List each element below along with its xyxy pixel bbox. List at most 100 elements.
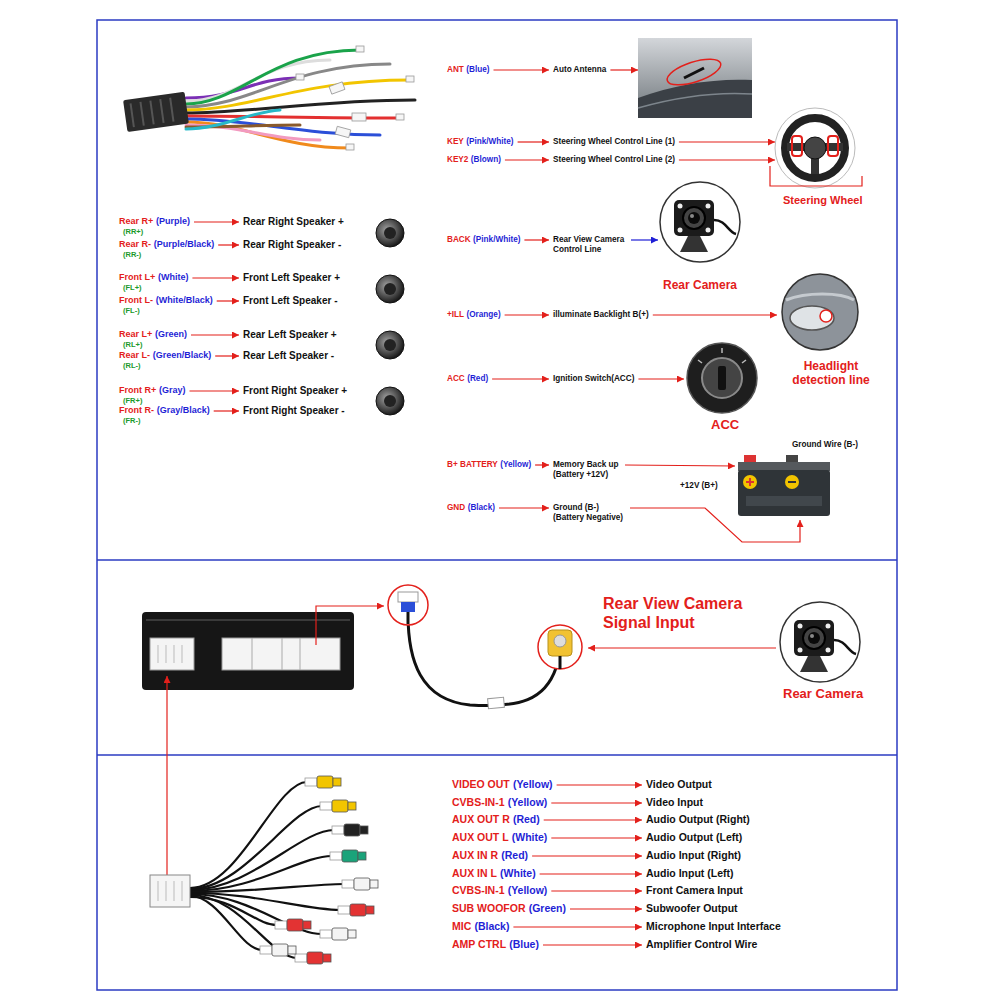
label-row: Steering Wheel Control Line (1) (553, 137, 675, 147)
wire-label: (Green/Black) (153, 350, 212, 360)
label-row: Ground (B-) (Battery Negative) (553, 503, 626, 523)
label-row: AMP CTRL(Blue) (452, 938, 539, 951)
wire-label: B+ BATTERY (447, 460, 498, 469)
wire-label: Video Input (646, 796, 703, 808)
leader-arrow (551, 890, 642, 891)
wire-label: Rear R+ (119, 216, 153, 226)
camera-adapter-cable (388, 585, 776, 709)
speaker-icons (376, 219, 404, 415)
label-row: Audio Input (Right) (646, 849, 741, 862)
label-row: Steering Wheel (783, 194, 862, 207)
label-row: Rear Right Speaker - (243, 239, 341, 251)
wire-label: (RR+) (123, 227, 143, 236)
label-row: VIDEO OUT(Yellow) (452, 778, 553, 791)
leader-arrow (191, 334, 239, 335)
label-row: MIC(Black) (452, 920, 509, 933)
leader-arrow (631, 239, 658, 240)
label-row: Front Right Speaker + (243, 385, 347, 397)
label-row: Audio Input (Left) (646, 867, 733, 880)
label-row: B+ BATTERY(Yellow) (447, 460, 531, 470)
label-row: SUB WOOFOR(Green) (452, 902, 566, 915)
wire-label: Front L+ (119, 272, 155, 282)
wire-label: illuminate Backlight B(+) (553, 310, 649, 319)
wire-label: (Gray/Black) (157, 405, 210, 415)
label-row: Rear R-(Purple/Black) (119, 239, 214, 250)
leader-arrow (544, 819, 642, 820)
label-row: (FR+) (123, 396, 142, 405)
wire-label: (Black) (474, 920, 509, 932)
leader-arrow (551, 837, 642, 838)
wire-label: (Red) (467, 374, 488, 383)
wire-label: Front Left Speaker + (243, 272, 340, 283)
wire-label: CVBS-IN-1 (452, 796, 505, 808)
rca-harness (150, 776, 378, 964)
wire-label: Rear R- (119, 239, 151, 249)
label-row: Front R-(Gray/Black) (119, 405, 210, 416)
wire-label: SUB WOOFOR (452, 902, 526, 914)
label-row: GND(Black) (447, 503, 495, 513)
leader-arrow (494, 69, 550, 70)
label-row: Rear L-(Green/Black) (119, 350, 211, 361)
wire-label: (RR-) (123, 250, 141, 259)
label-row: Ignition Switch(ACC) (553, 374, 634, 384)
wire-label: (FR+) (123, 396, 142, 405)
label-row: AUX IN L(White) (452, 867, 536, 880)
wire-label: Steering Wheel (783, 194, 862, 206)
wire-label: (FR-) (123, 416, 141, 425)
label-row: ANT(Blue) (447, 65, 489, 75)
label-row: BACK(Pink/White) (447, 235, 520, 245)
wire-label: CVBS-IN-1 (452, 884, 505, 896)
label-row: (RL+) (123, 340, 142, 349)
wire-label: Memory Back up (Battery +12V) (553, 460, 619, 479)
label-row: AUX IN R(Red) (452, 849, 528, 862)
label-row: Front Camera Input (646, 884, 743, 897)
label-row: CVBS-IN-1(Yellow) (452, 796, 547, 809)
label-row: Rear Camera (783, 686, 863, 702)
label-row: Subwoofer Output (646, 902, 738, 915)
wire-label: Rear View Camera Signal Input (603, 595, 742, 631)
label-row: Rear View Camera Signal Input (603, 594, 745, 632)
wire-label: (RL+) (123, 340, 142, 349)
wire-label: Steering Wheel Control Line (1) (553, 137, 675, 146)
label-row: Front L+(White) (119, 272, 188, 283)
wire-label: (Yellow) (513, 778, 553, 790)
head-unit-back (142, 606, 384, 690)
label-row: Memory Back up (Battery +12V) (553, 460, 621, 480)
wire-label: +12V (B+) (680, 481, 718, 490)
wire-label: Front L- (119, 295, 153, 305)
wire-label: AUX IN R (452, 849, 498, 861)
leader-arrow (638, 378, 684, 379)
wire-label: MIC (452, 920, 471, 932)
leader-arrow (557, 784, 642, 785)
leader-arrow (214, 410, 239, 411)
wire-label: Front Right Speaker + (243, 385, 347, 396)
label-row: Rear Camera (663, 278, 737, 292)
label-row: KEY(Pink/White) (447, 137, 514, 147)
label-row: (FL-) (123, 306, 140, 315)
wire-label: (Green) (155, 329, 187, 339)
wire-label: BACK (447, 235, 471, 244)
wire-label: ACC (447, 374, 465, 383)
label-row: (RR-) (123, 250, 141, 259)
wire-label: (FL-) (123, 306, 140, 315)
wire-label: Rear Camera (663, 278, 737, 292)
wire-label: Front Camera Input (646, 884, 743, 896)
wire-label: (Green) (529, 902, 566, 914)
label-row: (FR-) (123, 416, 141, 425)
label-row: +12V (B+) (680, 481, 718, 491)
leader-arrow (190, 390, 240, 391)
wire-label: Front R- (119, 405, 154, 415)
wire-label: Audio Input (Left) (646, 867, 733, 879)
wire-label: AUX OUT L (452, 831, 509, 843)
label-row: Audio Output (Left) (646, 831, 742, 844)
leader-arrow (540, 873, 642, 874)
wire-label: (Red) (501, 849, 528, 861)
wire-label: (FL+) (123, 283, 142, 292)
wire-label: (Pink/White) (473, 235, 520, 244)
label-row: Rear Left Speaker - (243, 350, 334, 362)
wire-label: (Blown) (471, 155, 501, 164)
leader-arrow (543, 944, 642, 945)
leader-arrow (492, 378, 549, 379)
